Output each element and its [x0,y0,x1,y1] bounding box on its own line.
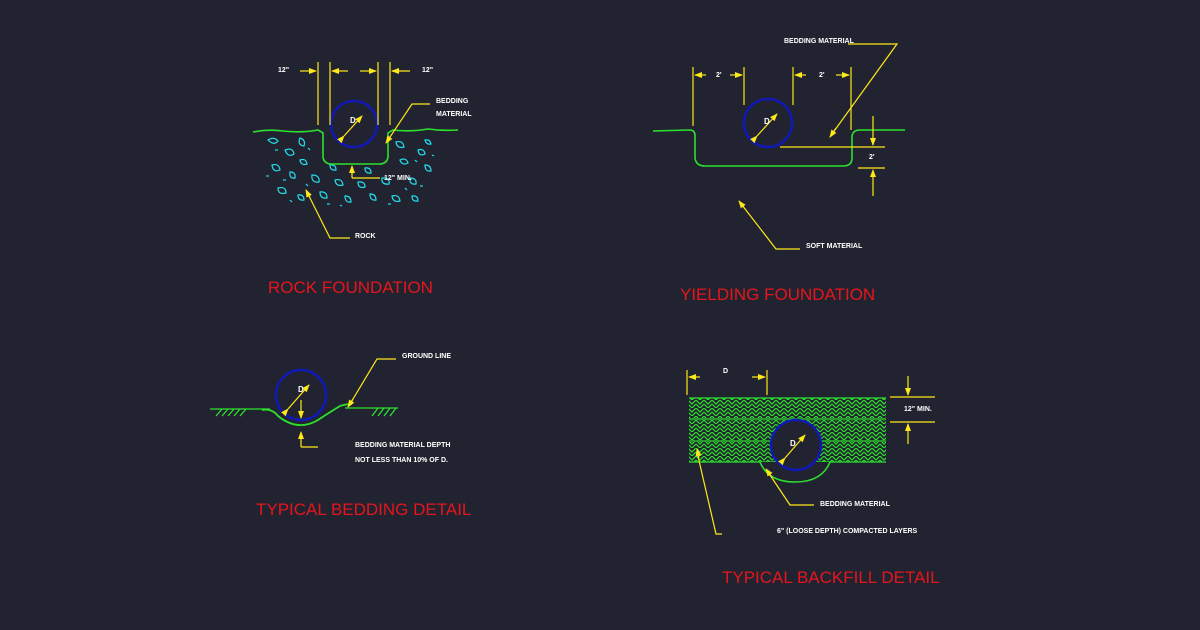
depth-label-2: NOT LESS THAN 10% OF D. [355,457,448,464]
pipe-circle [742,97,794,149]
min-cover-label: 12" MIN. [904,406,932,413]
pipe-label: D [790,439,796,448]
pipe-diameter-arrow [750,113,778,144]
depth-label-1: BEDDING MATERIAL DEPTH [355,442,450,449]
bedding-label-1: BEDDING [436,98,469,105]
rock-fill [266,137,435,207]
backfill-layer-1 [689,398,886,418]
ground-line-label: GROUND LINE [402,353,451,360]
rock-foundation-title: ROCK FOUNDATION [268,278,433,297]
dim-left: 12" [278,67,289,74]
pipe-circle [274,368,328,422]
typical-bedding-title: TYPICAL BEDDING DETAIL [256,500,471,519]
bedding-material-label: BEDDING MATERIAL [784,38,855,45]
yielding-foundation-title: YIELDING FOUNDATION [680,285,875,304]
pipe-diameter-arrow [778,434,806,466]
pipe-label: D [350,116,356,125]
dimension-lines [692,43,899,250]
yielding-foundation-detail: D BEDDING MATERIAL 2' 2' 2' SOFT MATE [652,38,905,304]
dim-right: 12" [422,67,433,74]
soft-material-label: SOFT MATERIAL [806,243,863,250]
dimension-lines [300,62,430,239]
ground-line [652,129,905,167]
pipe-diameter-arrow [281,384,310,417]
min-depth-label: 12" MIN. [384,175,412,182]
typical-bedding-detail: D GROUND LINE BEDDING MATERIAL DEPTH NOT… [210,353,471,519]
layers-label: 6" (LOOSE DEPTH) COMPACTED LAYERS [777,528,918,535]
dimension-lines [686,370,935,535]
bedding-profile [261,403,353,426]
pipe-label: D [298,385,304,394]
rock-label: ROCK [355,233,376,240]
typical-backfill-title: TYPICAL BACKFILL DETAIL [722,568,940,587]
bedding-material-label: BEDDING MATERIAL [820,501,891,508]
bedding-label-2: MATERIAL [436,111,472,118]
ground-hatch [210,407,398,417]
typical-backfill-detail: D D 12" MIN. BEDDING MATERIAL 6" (LOOSE … [686,368,940,587]
dim-right: 2' [819,72,825,79]
dim-depth: 2' [869,154,875,161]
rock-foundation-detail: D 12" 12" BEDDING MATERIAL 12" MIN. ROCK [252,62,472,297]
pipe-diameter-arrow [337,115,363,144]
dim-left: 2' [716,72,722,79]
ground-line [252,128,459,165]
pipe-circle [329,99,379,149]
dimension-lines [298,358,396,448]
dim-d: D [723,368,728,375]
pipe-label: D [764,117,770,126]
